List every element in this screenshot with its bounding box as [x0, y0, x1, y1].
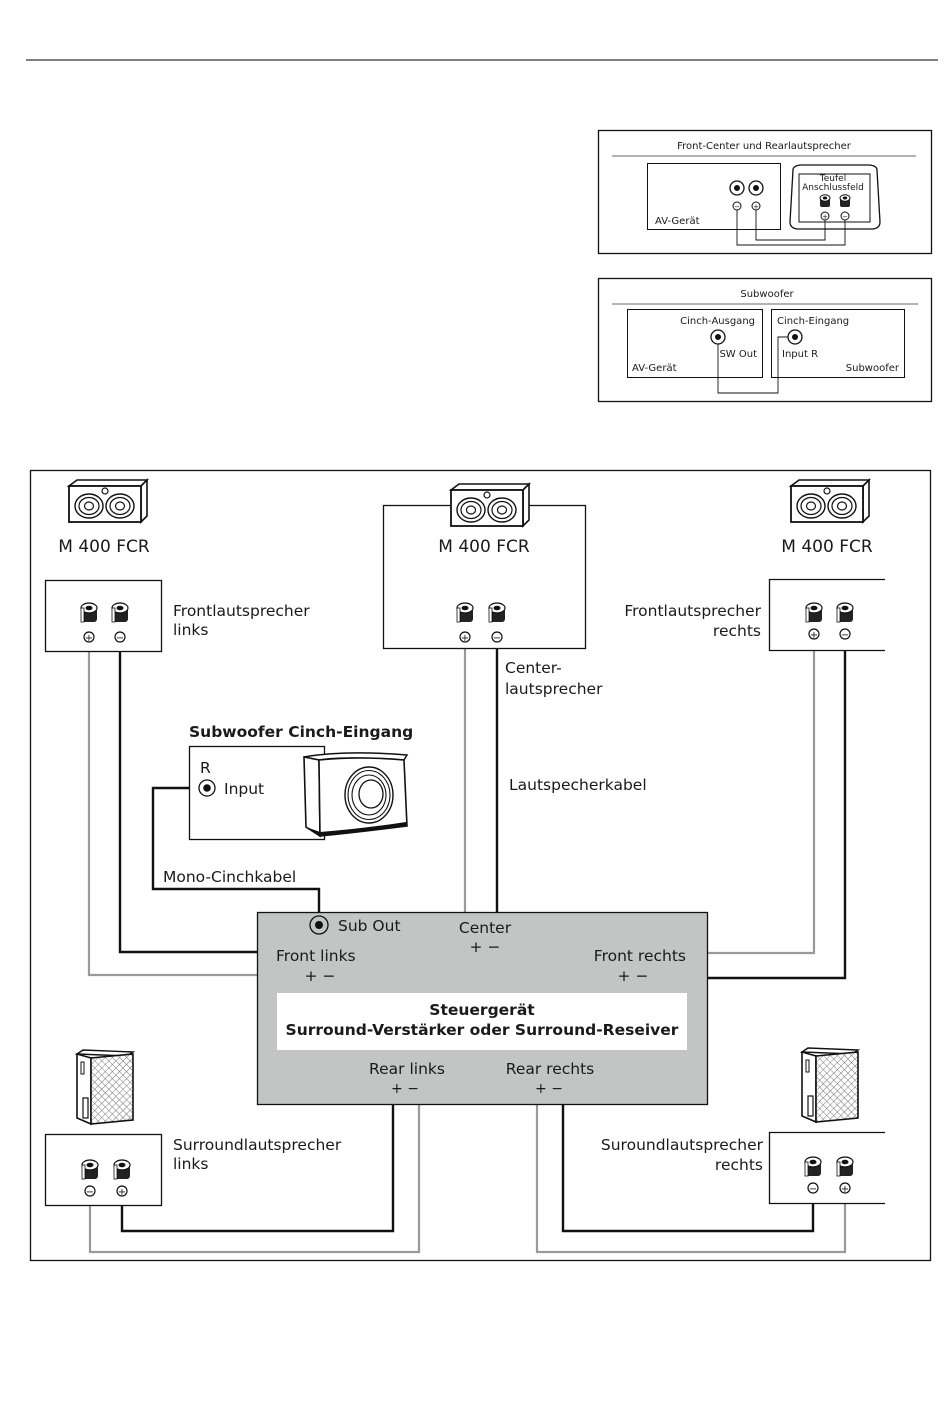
inset-front-device-label: AV-Gerät	[655, 216, 700, 227]
surround-left-minus-label: −	[86, 1187, 94, 1198]
front-left-label-1: Frontlautsprecher	[173, 602, 310, 620]
wire-rear-right-minus	[561, 1104, 815, 1233]
amplifier-label-panel	[277, 993, 687, 1050]
front-right-model: M 400 FCR	[781, 537, 873, 557]
surround-right-terminal-box	[768, 1131, 885, 1205]
terminal-post-icon	[488, 602, 506, 623]
wire-subwoofer-cinch	[151, 786, 321, 918]
front-left-label-2: links	[173, 621, 209, 639]
front-right-label-1: Frontlautsprecher	[624, 602, 761, 620]
surround-right-plus-label: +	[841, 1184, 849, 1195]
amplifier-center-polarity: + −	[470, 938, 501, 956]
speaker-icon	[790, 479, 870, 523]
subwoofer-title: Subwoofer Cinch-Eingang	[189, 723, 413, 741]
surround-right-speaker: − + Suroundlautsprecher rechts	[601, 1047, 885, 1205]
center-model: M 400 FCR	[438, 537, 530, 557]
amplifier-rear-left-polarity: + −	[391, 1081, 419, 1097]
surround-speaker-icon	[76, 1049, 134, 1125]
amplifier-sub-out: Sub Out	[338, 917, 401, 935]
wires	[87, 638, 847, 1254]
front-left-speaker: M 400 FCR + − Frontlautsprecher links	[44, 479, 310, 653]
speaker-icon	[68, 479, 148, 523]
terminal-post-icon	[113, 1159, 131, 1180]
wire-front-right-minus	[707, 638, 847, 980]
wire-rear-left-minus	[88, 1104, 421, 1254]
surround-speaker-icon	[801, 1047, 859, 1123]
wire-rear-right-plus	[535, 1104, 847, 1254]
terminal-post-icon	[81, 1159, 99, 1180]
terminal-post-icon	[804, 1156, 822, 1177]
amplifier-rear-right-polarity: + −	[535, 1081, 563, 1097]
inset-subwoofer: Subwoofer Cinch-Ausgang SW Out AV-Gerät …	[597, 277, 933, 403]
amplifier-title: Steuergerät	[429, 1001, 535, 1019]
front-right-label-2: rechts	[713, 622, 761, 640]
inset-front-panel-label-1: Teufel	[819, 174, 846, 184]
speaker-icon	[450, 483, 530, 527]
front-left-minus-label: −	[116, 633, 124, 644]
front-right-plus-label: +	[810, 630, 818, 641]
surround-left-plus-label: +	[118, 1187, 126, 1198]
inset-front-device-minus: −	[734, 203, 740, 211]
subwoofer: Subwoofer Cinch-Eingang R Input	[188, 723, 413, 841]
center-label-2: lautsprecher	[505, 680, 603, 698]
center-label-1: Center-	[505, 659, 562, 677]
subwoofer-channel: R	[200, 759, 211, 777]
amplifier: Sub Out Center + − Front links + − Front…	[256, 911, 709, 1106]
surround-left-speaker: − + Surroundlautsprecher links	[44, 1049, 342, 1207]
amplifier-subtitle: Surround-Verstärker oder Surround-Reseiv…	[286, 1021, 679, 1039]
wire-front-right-plus	[707, 638, 816, 955]
inset-front-title: Front-Center und Rearlautsprecher	[677, 141, 852, 152]
inset-sub-sub-label: Subwoofer	[846, 363, 900, 374]
inset-sub-device-label: AV-Gerät	[632, 363, 677, 374]
inset-sub-output-label: Cinch-Ausgang	[680, 316, 755, 327]
inset-sub-title: Subwoofer	[740, 289, 794, 300]
inset-sub-input-port: Input R	[782, 349, 818, 360]
center-minus-label: −	[493, 633, 501, 644]
subwoofer-port: Input	[224, 780, 264, 798]
front-left-plus-label: +	[85, 633, 93, 644]
wire-front-left-plus	[87, 638, 258, 977]
surround-right-minus-label: −	[809, 1184, 817, 1195]
surround-right-label-1: Suroundlautsprecher	[601, 1136, 764, 1154]
front-left-model: M 400 FCR	[58, 537, 150, 557]
terminal-post-icon	[836, 602, 854, 623]
inset-sub-output-port: SW Out	[719, 349, 757, 360]
center-plus-label: +	[461, 633, 469, 644]
mono-cable-label: Mono-Cinchkabel	[163, 868, 296, 886]
speaker-cable-label: Lautspecherkabel	[509, 776, 647, 794]
surround-left-label-2: links	[173, 1155, 209, 1173]
front-right-minus-label: −	[841, 630, 849, 641]
center-speaker: M 400 FCR + − Center- lautsprecher	[382, 483, 603, 698]
inset-sub-input-label: Cinch-Eingang	[777, 316, 849, 327]
center-terminal-box	[382, 504, 587, 650]
amplifier-front-left: Front links	[276, 947, 356, 965]
wire-front-left-minus	[118, 638, 258, 954]
inset-front-center-rear: Front-Center und Rearlautsprecher AV-Ger…	[597, 129, 933, 255]
terminal-post-icon	[111, 602, 129, 623]
inset-front-panel-plus: +	[822, 213, 828, 221]
inset-front-panel-minus: −	[842, 213, 848, 221]
terminal-post-icon	[805, 602, 823, 623]
front-right-terminal-box	[768, 578, 885, 652]
amplifier-rear-left: Rear links	[369, 1060, 445, 1078]
terminal-post-icon	[836, 1156, 854, 1177]
surround-left-label-1: Surroundlautsprecher	[173, 1136, 342, 1154]
terminal-post-icon	[80, 602, 98, 623]
inset-front-device-plus: +	[753, 203, 759, 211]
amplifier-front-right: Front rechts	[594, 947, 686, 965]
terminal-post-icon	[456, 602, 474, 623]
amplifier-rear-right: Rear rechts	[506, 1060, 594, 1078]
wire-rear-left-plus	[120, 1104, 395, 1233]
surround-left-terminal-box	[44, 1133, 163, 1207]
subwoofer-icon	[303, 752, 409, 838]
front-right-speaker: M 400 FCR + − Frontlautsprecher rechts	[624, 479, 885, 652]
front-left-terminal-box	[44, 579, 163, 653]
surround-right-label-2: rechts	[715, 1156, 763, 1174]
amplifier-front-right-polarity: + −	[618, 967, 649, 985]
inset-front-panel-label-2: Anschlussfeld	[802, 183, 864, 193]
amplifier-center: Center	[459, 919, 512, 937]
amplifier-front-left-polarity: + −	[305, 967, 336, 985]
